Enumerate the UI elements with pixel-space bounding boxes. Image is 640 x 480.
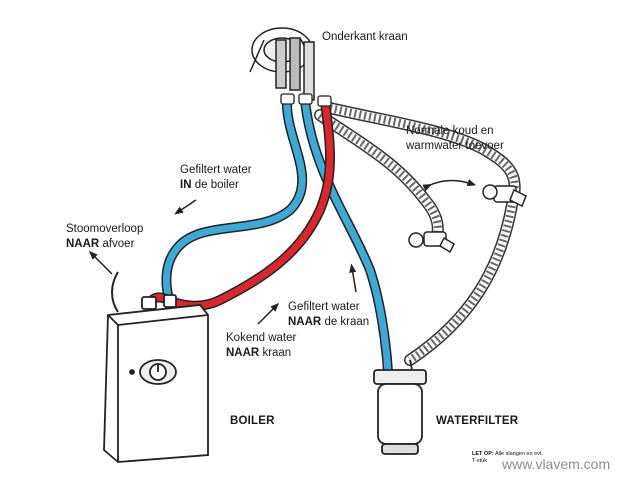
- label-filtered-tap-rest: de kraan: [324, 316, 370, 328]
- label-filtered-in-rest: de boiler: [194, 179, 239, 191]
- angle-valve-right: [482, 184, 527, 208]
- pipe-filter-to-faucet: [300, 95, 393, 377]
- steam-overflow-pipe: [111, 271, 119, 313]
- note-let-op: LET OP: Alle slangen en evt. T-stuk: [472, 451, 543, 465]
- label-boiling-bold: NAAR: [226, 347, 260, 359]
- arrow-filtered-to-tap: [349, 263, 357, 293]
- label-normal-supply-line1: Normale koud en: [406, 125, 494, 137]
- label-filtered-in-bold: IN: [180, 179, 192, 191]
- label-filtered-in: Gefiltert water IN de boiler: [180, 163, 252, 193]
- arrow-boiling-to-tap: [257, 302, 280, 325]
- water-filter-unit: [373, 359, 427, 455]
- pipe-boiling-to-faucet: [145, 97, 335, 311]
- angle-valve-left: [408, 231, 455, 254]
- note-rest: Alle slangen en evt.: [494, 451, 543, 457]
- arrow-supply-double: [422, 179, 477, 192]
- label-steam-bold: NAAR: [66, 238, 100, 250]
- watermark: www.vlavem.com: [502, 456, 611, 472]
- label-filtered-tap-bold: NAAR: [288, 316, 322, 328]
- label-steam-rest: afvoer: [102, 238, 135, 250]
- label-steam-overflow: Stoomoverloop NAAR afvoer: [66, 222, 143, 252]
- braided-supply-hoses: [314, 102, 521, 366]
- label-boiling-line1: Kokend water: [226, 332, 297, 344]
- label-filtered-tap-line1: Gefiltert water: [288, 301, 360, 313]
- boiler-unit: [103, 294, 209, 463]
- note-line2: T-stuk: [472, 458, 487, 464]
- label-steam-line1: Stoomoverloop: [66, 223, 144, 235]
- label-boiling-rest: kraan: [262, 347, 292, 359]
- label-waterfilter: WATERFILTER: [436, 415, 519, 427]
- label-normal-supply: Normale koud en warmwater toevoer: [406, 124, 504, 154]
- label-normal-supply-line2: warmwater toevoer: [406, 140, 504, 152]
- label-boiling-to-tap: Kokend water NAAR kraan: [226, 331, 296, 361]
- arrow-steam-overflow: [88, 250, 113, 275]
- label-faucet-bottom: Onderkant kraan: [322, 31, 408, 43]
- faucet-connectors: [280, 93, 332, 107]
- faucet-base: [249, 27, 315, 101]
- note-bold: LET OP:: [472, 451, 494, 457]
- label-boiler: BOILER: [230, 415, 275, 427]
- label-filtered-to-tap: Gefiltert water NAAR de kraan: [288, 300, 369, 330]
- arrow-filtered-in: [174, 199, 197, 215]
- label-filtered-in-line1: Gefiltert water: [180, 164, 252, 176]
